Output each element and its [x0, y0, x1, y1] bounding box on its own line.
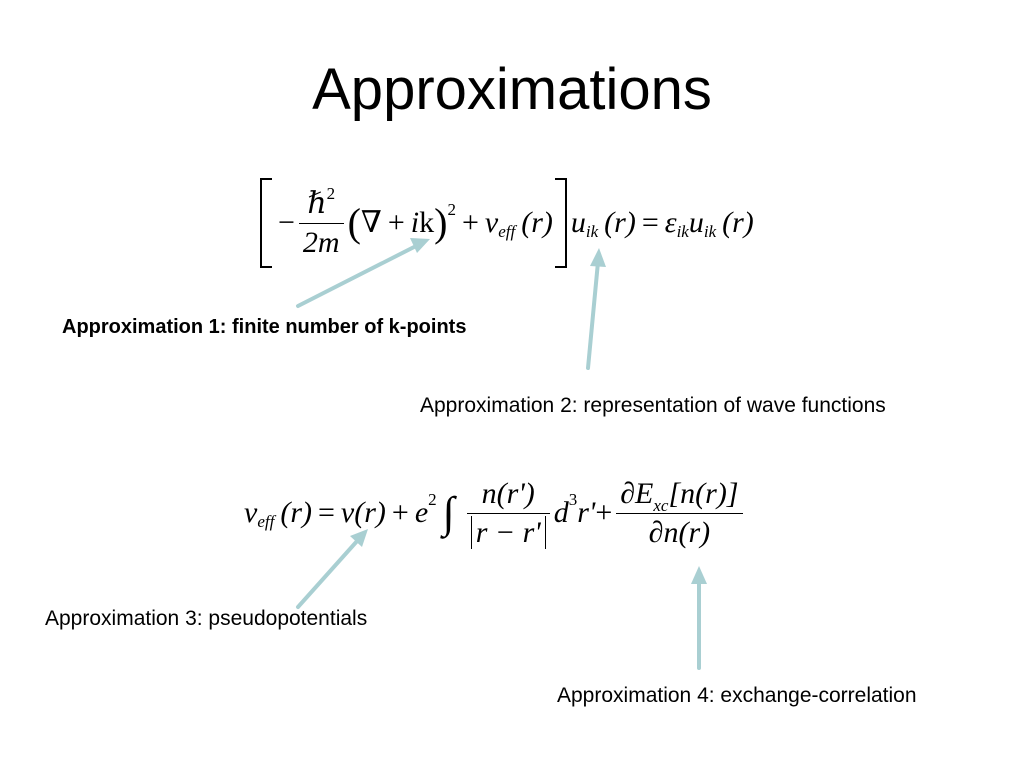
approximation-4-caption: Approximation 4: exchange-correlation: [557, 684, 917, 707]
eff-subscript: eff: [257, 511, 275, 531]
hartree-numerator: n(r'): [481, 476, 535, 510]
differential-exponent: 3: [568, 489, 578, 509]
charge-exponent: 2: [428, 489, 437, 509]
differential-d: d: [553, 496, 569, 529]
right-paren: ): [434, 200, 448, 245]
right-bracket: [554, 178, 567, 268]
kinetic-fraction: ℏ2 2m: [298, 185, 344, 259]
plus-sign: +: [391, 496, 409, 529]
fraction-denominator: 2m: [302, 225, 340, 259]
argument-r: (r): [521, 206, 553, 239]
approximation-3-caption: Approximation 3: pseudopotentials: [45, 607, 368, 630]
imaginary-i: i: [410, 206, 420, 239]
equals-sign: =: [641, 206, 659, 239]
xc-fraction: ∂Exc[n(r)] ∂n(r): [616, 476, 743, 549]
plus-sign: +: [387, 206, 405, 239]
argument-r-2: (r): [604, 206, 636, 239]
minus-sign: −: [278, 206, 295, 239]
charge-e: e: [414, 496, 429, 529]
fraction-bar: [466, 512, 550, 514]
nabla-symbol: ∇: [360, 206, 382, 239]
epsilon-symbol: ε: [664, 206, 677, 239]
arrow-2: [586, 260, 600, 370]
epsilon-subscript: ik: [676, 221, 689, 241]
hbar-exponent: 2: [326, 183, 336, 203]
plus-sign-2: +: [461, 206, 479, 239]
eff-subscript: eff: [498, 221, 516, 241]
external-potential: v(r): [340, 496, 386, 529]
approximation-2-caption: Approximation 2: representation of wave …: [420, 394, 886, 417]
potential-v: v: [484, 206, 499, 239]
plus-sign-2: +: [595, 496, 613, 529]
equals-sign: =: [317, 496, 335, 529]
integral-sign: ∫: [442, 488, 455, 537]
fraction-bar: [616, 512, 743, 514]
hartree-fraction: n(r') r − r': [466, 476, 550, 549]
u2-subscript: ik: [703, 221, 717, 241]
arrow-4-head: [691, 566, 707, 584]
approximation-1-caption: Approximation 1: finite number of k-poin…: [62, 316, 467, 338]
wavefunction-u-2: u: [688, 206, 704, 239]
paren-exponent: 2: [447, 199, 456, 219]
xc-numerator: ∂Exc[n(r)]: [620, 476, 739, 515]
argument-r: (r): [280, 496, 312, 529]
k-vector: k: [419, 206, 435, 239]
left-paren: (: [347, 200, 361, 245]
integration-variable: r': [577, 496, 596, 529]
hartree-denominator: r − r': [467, 514, 550, 549]
fraction-numerator: ℏ2: [303, 185, 339, 223]
xc-denominator: ∂n(r): [648, 515, 711, 549]
wavefunction-u: u: [570, 206, 586, 239]
left-bracket: [260, 178, 272, 268]
fraction-bar: [298, 222, 344, 224]
argument-r-3: (r): [722, 206, 754, 239]
hbar-symbol: ℏ: [307, 186, 327, 220]
slide-title: Approximations: [312, 57, 712, 122]
ik-subscript: ik: [585, 221, 599, 241]
potential-v: v: [244, 496, 258, 529]
